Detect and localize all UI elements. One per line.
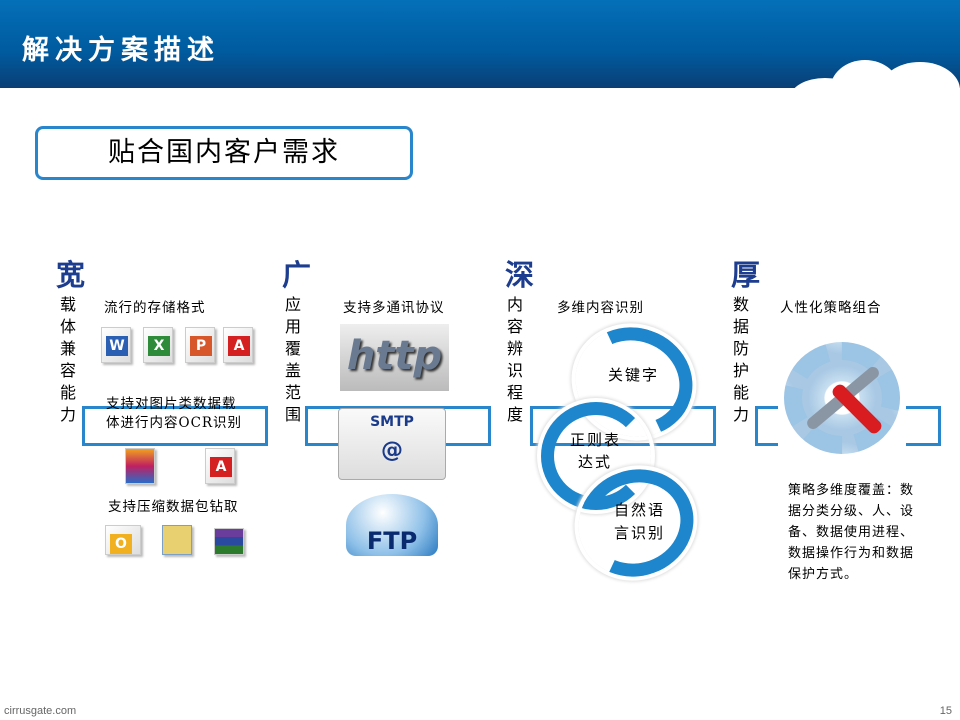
footer-site: cirrusgate.com xyxy=(4,705,77,717)
winrar-icon xyxy=(214,528,244,555)
image-file-icon xyxy=(125,448,155,484)
word-icon: W xyxy=(101,327,131,363)
gear-tools-icon xyxy=(778,336,906,460)
heading-broad: 广 xyxy=(282,258,312,292)
pdf-icon: A xyxy=(205,448,235,484)
heading-thick: 厚 xyxy=(731,258,761,292)
label: 多维内容识别 xyxy=(557,300,644,316)
powerpoint-icon: P xyxy=(185,327,215,363)
loop-label-keyword: 关键字 xyxy=(608,366,660,384)
vertical-label: 内容辨识程度 xyxy=(506,295,523,424)
loop-label-nlp: 自然语 xyxy=(614,501,666,519)
loop-label-regex-2: 达式 xyxy=(578,453,613,471)
vertical-label: 应用覆盖范围 xyxy=(284,295,301,424)
ftp-globe-logo: FTP xyxy=(346,494,438,556)
policy-description: 策略多维度覆盖：数据分类分级、人、设备、数据使用进程、数据操作行为和数据保护方式… xyxy=(788,483,915,582)
outlook-icon: O xyxy=(105,525,141,555)
http-logo: http xyxy=(340,324,449,391)
loop-label-nlp-2: 言识别 xyxy=(614,524,666,542)
label: 流行的存储格式 xyxy=(104,300,206,316)
excel-icon: X xyxy=(143,327,173,363)
pdf-icon: A xyxy=(223,327,253,363)
label: 支持多通讯协议 xyxy=(343,300,445,316)
label: 支持压缩数据包钻取 xyxy=(108,499,239,515)
label: 人性化策略组合 xyxy=(780,300,882,316)
heading-deep: 深 xyxy=(505,258,535,292)
page-number: 15 xyxy=(939,705,952,717)
label: 体进行内容OCR识别 xyxy=(106,415,243,431)
vertical-label: 载体兼容能力 xyxy=(59,295,76,424)
vertical-label: 数据防护能力 xyxy=(732,295,749,424)
loop-label-regex: 正则表 xyxy=(570,431,622,449)
header-bar: 解决方案描述 xyxy=(0,0,960,88)
zip-icon xyxy=(162,525,192,555)
label: 支持对图片类数据载 xyxy=(106,396,237,412)
page-title: 解决方案描述 xyxy=(22,35,220,66)
subtitle-box: 贴合国内客户需求 xyxy=(35,126,413,180)
smtp-email-logo: SMTP @ xyxy=(338,408,446,480)
heading-wide: 宽 xyxy=(56,258,86,292)
bracket-box xyxy=(82,406,268,446)
